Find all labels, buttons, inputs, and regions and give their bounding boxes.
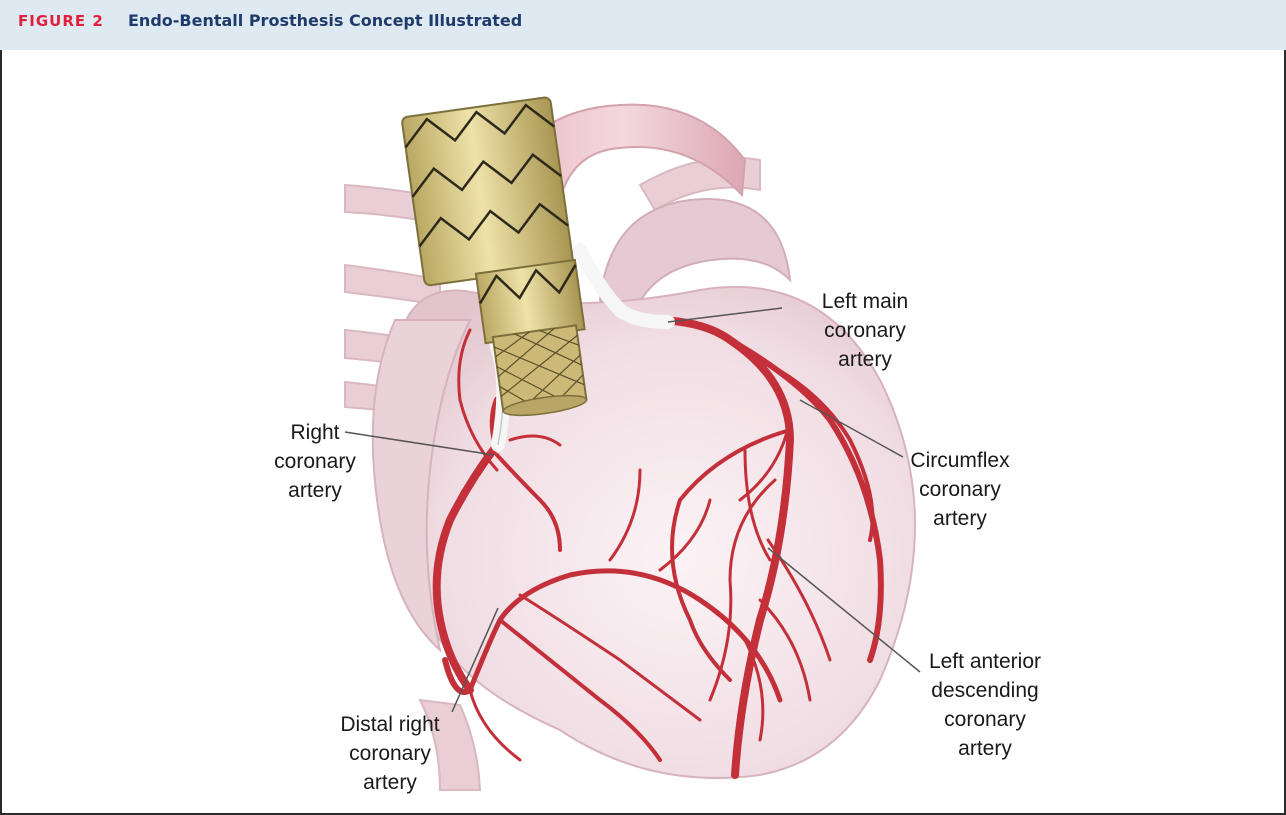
- label-distal-right-coronary-artery: Distal right coronary artery: [315, 710, 465, 797]
- label-line: Left anterior: [905, 647, 1065, 676]
- label-left-anterior-descending-coronary-artery: Left anterior descending coronary artery: [905, 647, 1065, 763]
- label-line: Right: [255, 418, 375, 447]
- label-line: artery: [895, 504, 1025, 533]
- label-line: coronary: [905, 705, 1065, 734]
- label-right-coronary-artery: Right coronary artery: [255, 418, 375, 505]
- label-line: descending: [905, 676, 1065, 705]
- label-line: artery: [785, 345, 945, 374]
- label-circumflex-coronary-artery: Circumflex coronary artery: [895, 446, 1025, 533]
- label-line: coronary: [785, 316, 945, 345]
- label-line: coronary: [895, 475, 1025, 504]
- label-line: coronary: [255, 447, 375, 476]
- label-line: artery: [905, 734, 1065, 763]
- label-left-main-coronary-artery: Left main coronary artery: [785, 287, 945, 374]
- label-line: Distal right: [315, 710, 465, 739]
- label-line: artery: [255, 476, 375, 505]
- label-line: coronary: [315, 739, 465, 768]
- label-line: artery: [315, 768, 465, 797]
- label-line: Left main: [785, 287, 945, 316]
- label-line: Circumflex: [895, 446, 1025, 475]
